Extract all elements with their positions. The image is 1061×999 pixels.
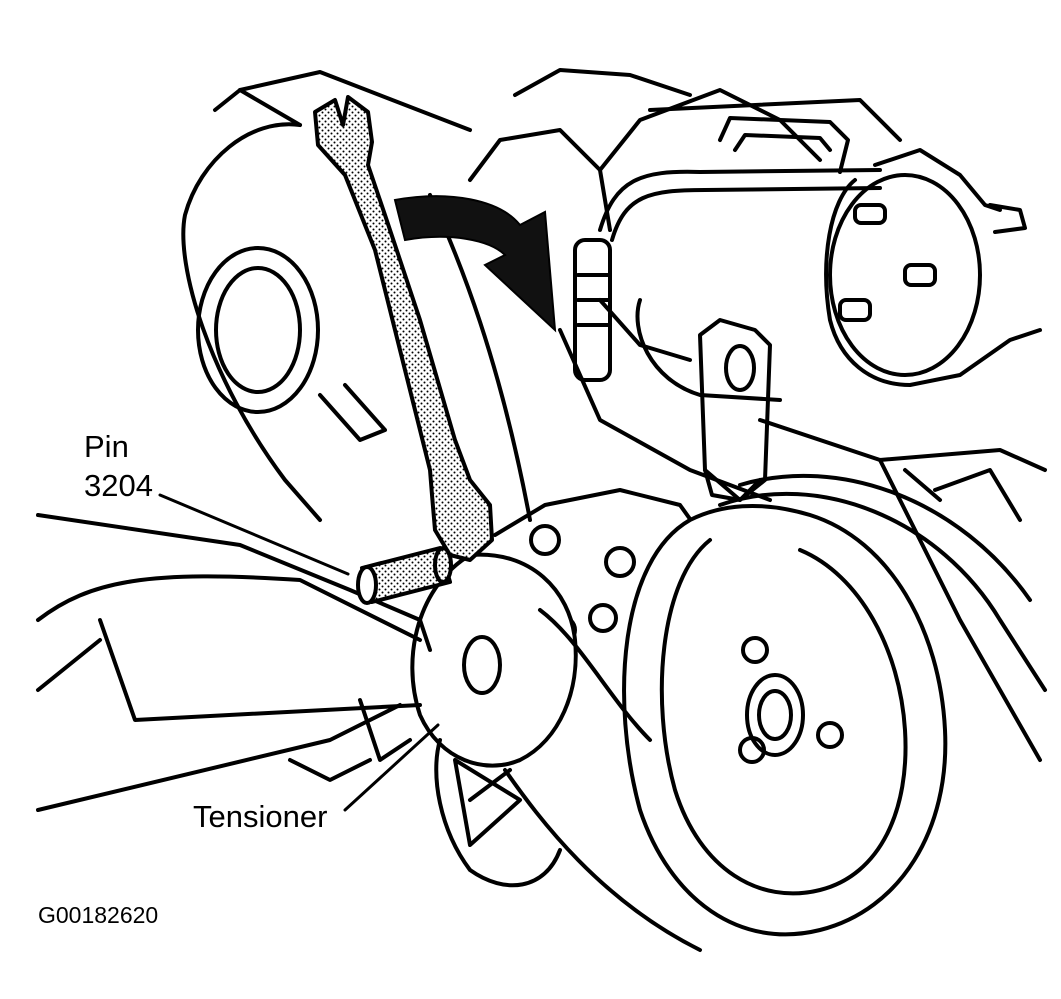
tensioner-pulley: [410, 552, 578, 888]
crankshaft-pulley: [622, 503, 948, 937]
engine-block: [428, 68, 1047, 762]
drive-belt: [503, 473, 1047, 952]
tensioner-label: Tensioner: [193, 799, 328, 834]
fuel-lines: [573, 116, 882, 402]
pin-3204: [356, 546, 453, 605]
figure-code: G00182620: [38, 902, 159, 928]
mounting-bracket: [698, 318, 772, 502]
pin-leader-line: [158, 493, 350, 576]
tensioner-leader-line: [343, 723, 440, 812]
pin-label: Pin: [84, 429, 129, 464]
injection-pump: [824, 148, 1042, 387]
timing-belt-cover: [181, 70, 472, 522]
pin-number-label: 3204: [84, 468, 153, 503]
rotation-arrow: [393, 195, 557, 333]
wrench: [313, 95, 494, 562]
crossmember: [36, 513, 432, 812]
